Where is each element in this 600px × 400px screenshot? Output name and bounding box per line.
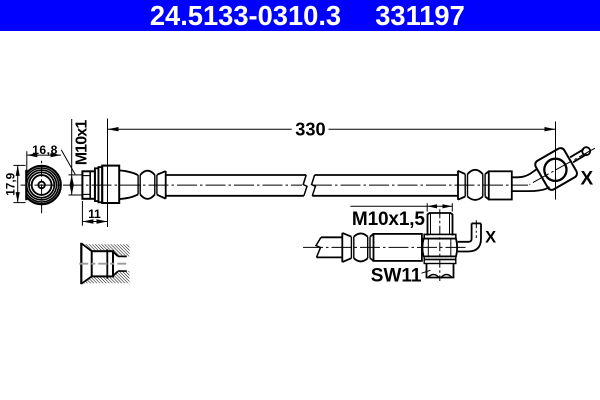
svg-text:24.5133-0310.3: 24.5133-0310.3 <box>150 0 341 31</box>
svg-text:11: 11 <box>88 207 101 221</box>
svg-text:331197: 331197 <box>375 0 465 31</box>
svg-text:SW11: SW11 <box>371 266 422 287</box>
svg-text:17,9: 17,9 <box>3 172 17 195</box>
svg-text:X: X <box>485 229 496 247</box>
svg-text:M10x1,5: M10x1,5 <box>352 209 425 230</box>
svg-text:X: X <box>580 168 593 189</box>
svg-text:330: 330 <box>295 120 325 140</box>
svg-text:M10x1: M10x1 <box>73 120 90 166</box>
svg-text:16,8: 16,8 <box>32 143 58 157</box>
